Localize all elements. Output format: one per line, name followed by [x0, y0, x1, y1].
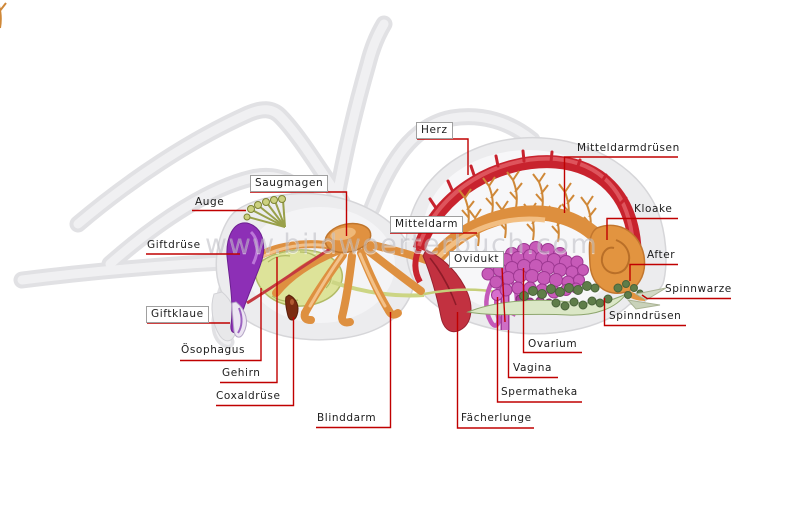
label-faecherlunge: Fächerlunge: [461, 412, 532, 424]
label-spinnwarze: Spinnwarze: [665, 283, 732, 295]
leader-spinnwarze: [641, 294, 731, 300]
label-mitteldarm: Mitteldarm: [390, 216, 464, 233]
leader-ovarium: [522, 268, 582, 354]
label-giftklaue: Giftklaue: [146, 306, 209, 323]
leader-herz: [417, 138, 469, 175]
label-ovarium: Ovarium: [528, 338, 578, 350]
leader-vagina: [507, 330, 558, 379]
leader-spermatheka: [496, 297, 582, 403]
leader-blinddarm: [316, 312, 392, 429]
silk-glands: [466, 280, 644, 316]
label-spinndruesen: Spinndrüsen: [609, 310, 682, 322]
leader-coxaldruese: [216, 317, 295, 407]
label-after: After: [647, 249, 676, 261]
spinneret: [626, 287, 667, 310]
esophagus: [246, 245, 334, 305]
label-herz: Herz: [416, 122, 453, 139]
watermark: www.bildwoerterbuch.com: [205, 229, 599, 260]
coxal-gland: [285, 294, 299, 321]
leader-mitteldarmdruesen: [563, 156, 678, 213]
label-blinddarm: Blinddarm: [317, 412, 377, 424]
leader-saugmagen: [250, 191, 348, 236]
leader-ovidukt: [501, 266, 506, 323]
label-ovidukt: Ovidukt: [449, 251, 505, 268]
label-giftdruese: Giftdrüse: [147, 239, 201, 251]
leader-faecherlunge: [456, 312, 534, 429]
leader-oesophagus: [180, 288, 262, 362]
leader-gehirn: [220, 257, 278, 384]
label-kloake: Kloake: [634, 203, 673, 215]
label-spermatheka: Spermatheka: [501, 386, 578, 398]
label-coxaldruese: Coxaldrüse: [216, 390, 281, 402]
leader-kloake: [606, 217, 678, 240]
eyes: [243, 195, 286, 228]
label-gehirn: Gehirn: [222, 367, 261, 379]
fang: [231, 301, 247, 338]
label-auge: Auge: [195, 196, 225, 208]
leader-after: [629, 263, 678, 281]
sucking-stomach: [324, 222, 372, 254]
midgut-glands: [0, 2, 597, 247]
label-mitteldarmdruesen: Mitteldarmdrüsen: [577, 142, 680, 154]
label-saugmagen: Saugmagen: [250, 175, 329, 192]
label-oesophagus: Ösophagus: [181, 344, 246, 356]
leader-spinndruesen: [603, 298, 686, 327]
label-vagina: Vagina: [513, 362, 553, 374]
